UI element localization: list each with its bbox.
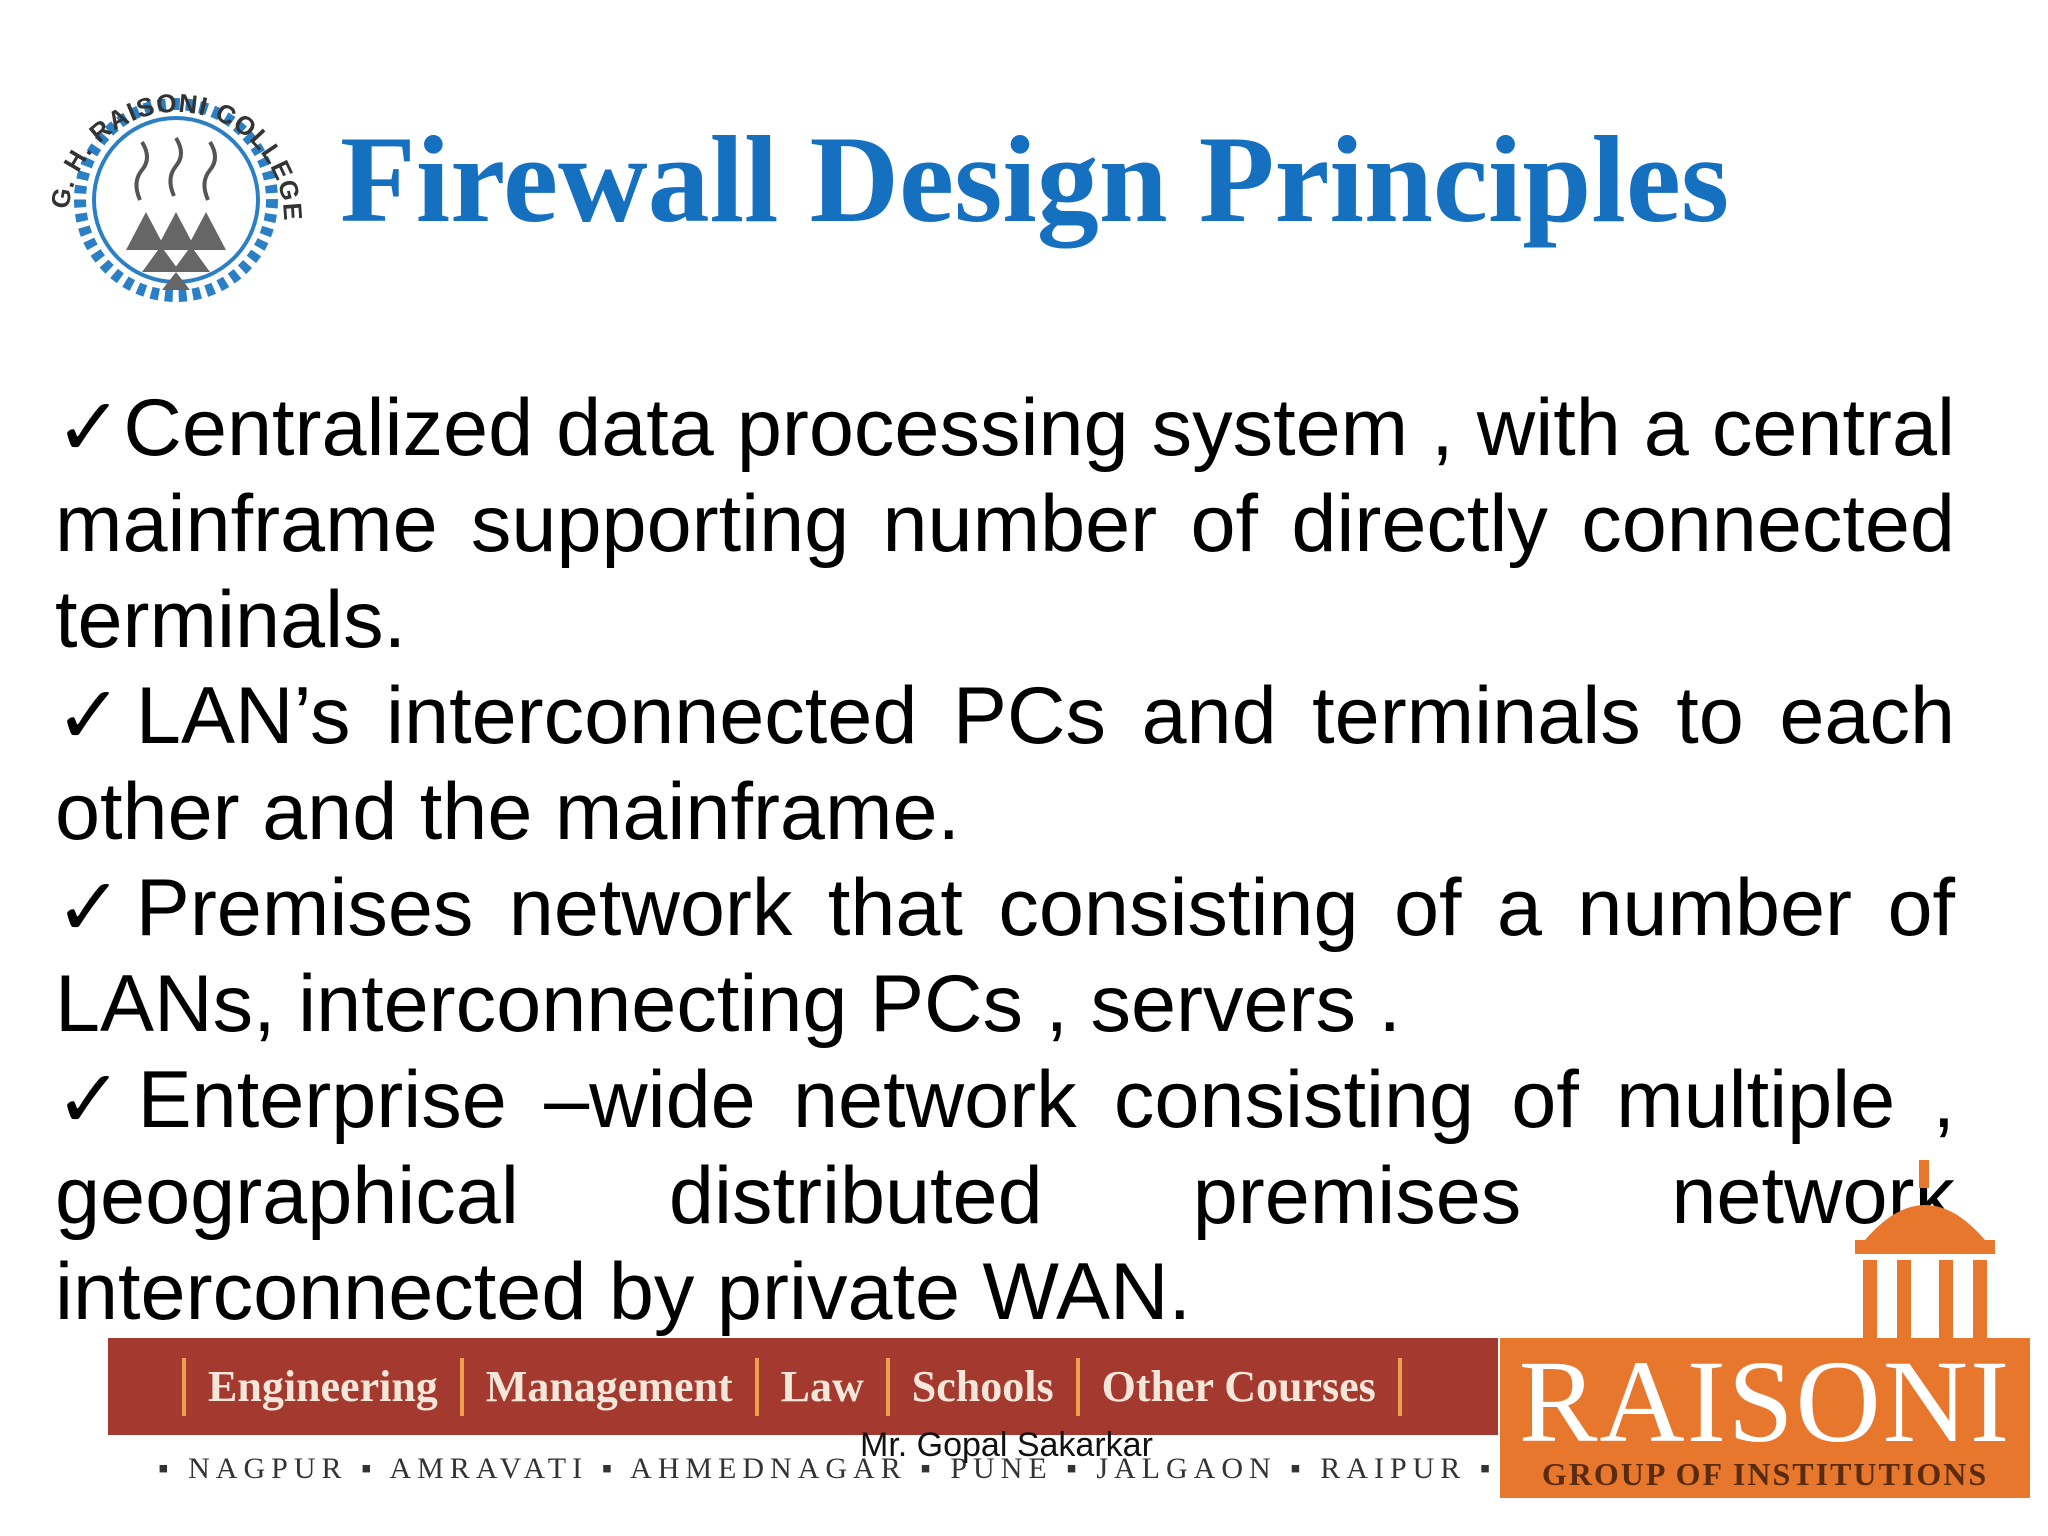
presenter-name: Mr. Gopal Sakarkar bbox=[860, 1426, 1153, 1464]
divider bbox=[1397, 1357, 1402, 1416]
bullet-list: ✓Centralized data processing system , wi… bbox=[55, 380, 1955, 1340]
banner-item-schools: Schools bbox=[911, 1362, 1054, 1411]
divider bbox=[1075, 1357, 1080, 1416]
divider bbox=[182, 1357, 186, 1416]
bullet-item: ✓Centralized data processing system , wi… bbox=[55, 383, 1955, 665]
page-title: Firewall Design Principles bbox=[340, 111, 1730, 248]
divider bbox=[885, 1357, 890, 1416]
footer-banner: Engineering Management Law Schools Other… bbox=[108, 1338, 1498, 1435]
check-icon: ✓ bbox=[55, 863, 136, 953]
check-icon: ✓ bbox=[55, 1055, 138, 1145]
banner-item-management: Management bbox=[485, 1362, 733, 1411]
divider bbox=[754, 1357, 759, 1416]
check-icon: ✓ bbox=[55, 383, 124, 473]
bullet-item: ✓Enterprise –wide network consisting of … bbox=[55, 1055, 1955, 1337]
bullet-item: ✓LAN’s interconnected PCs and terminals … bbox=[55, 671, 1955, 857]
dome-icon bbox=[1855, 1160, 1995, 1340]
brand-name: RAISONI bbox=[1518, 1336, 2012, 1467]
check-icon: ✓ bbox=[55, 671, 136, 761]
banner-item-other-courses: Other Courses bbox=[1101, 1362, 1376, 1411]
brand-logo: RAISONI GROUP OF INSTITUTIONS bbox=[1500, 1338, 2030, 1498]
city-list: ▪ NAGPUR ▪ AMRAVATI ▪ AHMEDNAGAR ▪ PUNE … bbox=[158, 1452, 1497, 1485]
divider bbox=[459, 1357, 464, 1416]
bullet-item: ✓Premises network that consisting of a n… bbox=[55, 863, 1955, 1049]
banner-item-engineering: Engineering bbox=[208, 1362, 438, 1411]
brand-subtitle: GROUP OF INSTITUTIONS bbox=[1541, 1456, 1989, 1492]
banner-item-law: Law bbox=[780, 1362, 864, 1411]
college-logo: G. H. RAISONI COLLEGE OF ENGINEERING bbox=[22, 50, 307, 302]
